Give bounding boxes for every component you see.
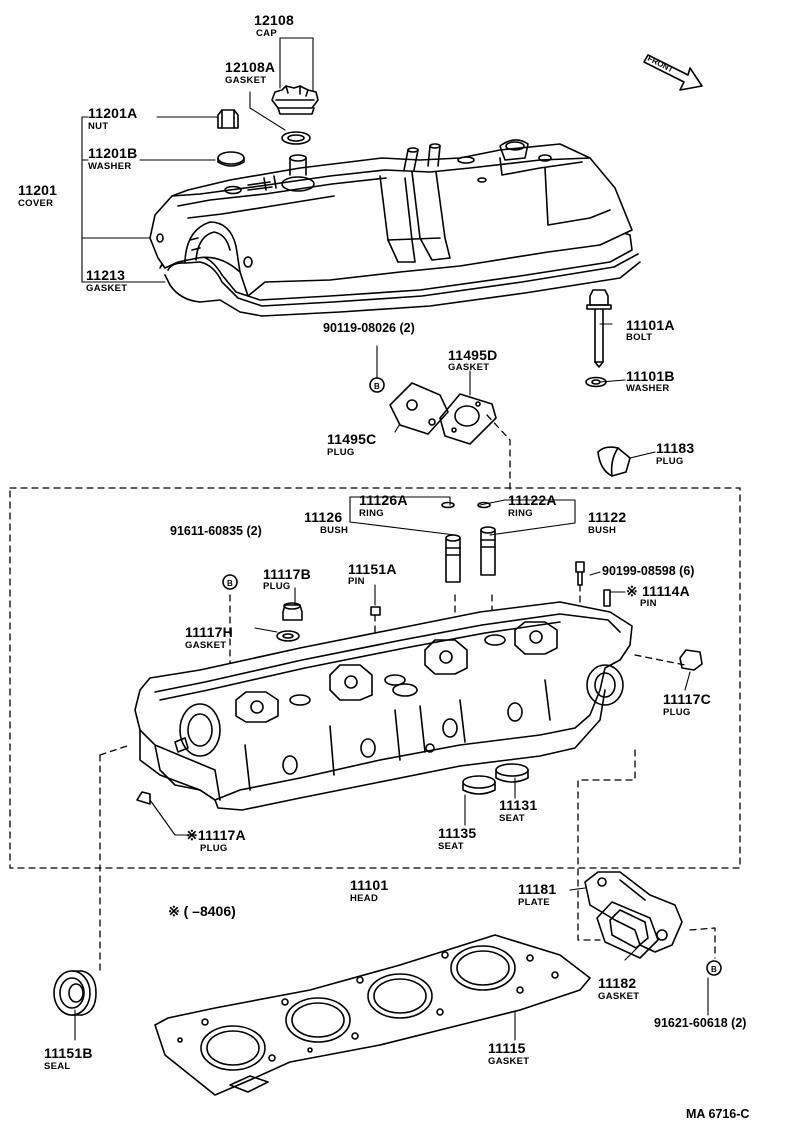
label-plug-gasket-name: GASKET [448,362,490,373]
label-bush-b-name: BUSH [588,525,617,536]
note-serial: ※ ( –8406) [168,903,236,919]
label-seal-name: SEAL [44,1061,71,1072]
label-cap-name: CAP [256,28,277,39]
b-symbol: B [227,579,233,588]
label-bolt-90199-number: 90199-08598 (6) [602,564,695,578]
label-ring-a-name: RING [359,508,384,519]
label-bolt-bush-number: 91611-60835 (2) [170,524,262,538]
label-seat-11131-name: SEAT [499,813,525,824]
cylinder-head-cover [149,139,641,317]
label-plug-11183-number: 11183 [656,440,695,456]
label-plug-11183-name: PLUG [656,456,684,467]
nut [217,109,239,129]
label-bolt-washer-number: 11101B [626,368,675,384]
label-plug-11117c-name: PLUG [663,707,691,718]
cup-plug [597,446,631,477]
label-bush-a-number: 11126 [304,509,343,525]
label-plate-name: PLATE [518,897,550,908]
label-gasket-11117h-number: 11117H [185,624,233,640]
label-pin-11114a-number: ※ 11114A [626,583,690,599]
label-cover-gasket-number: 11213 [86,267,126,283]
bolt-washer [585,376,607,388]
label-plug-11117c-number: 11117C [663,691,711,707]
label-nut-number: 11201A [88,105,138,121]
label-cap-number: 12108 [254,12,294,28]
label-bolt-number: 11101A [626,317,675,333]
label-pin-name: PIN [348,576,365,587]
label-head-gasket-name: GASKET [488,1056,530,1067]
label-seal-number: 11151B [44,1045,93,1061]
label-seat-11135-number: 11135 [438,825,477,841]
label-cover-gasket-name: GASKET [86,283,128,294]
label-bush-b-number: 11122 [588,509,627,525]
label-ring-a-number: 11126A [359,492,408,508]
label-bolt-washer-name: WASHER [626,383,670,394]
plate-gasket [596,901,659,959]
oil-seal [53,970,97,1016]
oil-filler-cap [271,85,319,115]
label-pin-number: 11151A [348,561,397,577]
label-head-name: HEAD [350,893,379,904]
label-washer-name: WASHER [88,161,132,172]
label-plug-name: PLUG [327,447,355,458]
label-nut-name: NUT [88,121,109,132]
label-washer-number: 11201B [88,145,138,161]
plug-plate [389,382,449,435]
label-bush-a-name: BUSH [320,525,349,536]
label-plug-11117a-number: ※11117A [186,827,246,843]
water-outlet-plate [584,871,683,953]
label-pin-11114a-name: PIN [640,598,657,609]
plug-gasket [439,393,497,445]
diagram-code: MA 6716-C [686,1107,750,1121]
label-cap-gasket-number: 12108A [225,59,276,75]
label-plug-11117b-number: 11117B [263,566,311,582]
label-plug-number: 11495C [327,431,377,447]
label-gasket-11182-name: GASKET [598,991,640,1002]
label-plug-11117a-name: PLUG [200,843,228,854]
label-plug-gasket-number: 11495D [448,347,498,363]
label-ring-b-name: RING [508,508,533,519]
b-symbol: B [374,382,380,391]
cylinder-head [134,601,633,811]
cover-bolt [586,289,612,368]
label-seat-11135-name: SEAT [438,841,464,852]
label-bolt-plug-number: 90119-08026 (2) [323,321,415,335]
label-cover-name: COVER [18,198,54,209]
label-gasket-11117h-name: GASKET [185,640,227,651]
bush-a [445,534,461,583]
label-cover-number: 11201 [18,182,58,198]
label-plug-11117b-name: PLUG [263,581,291,592]
washer [217,151,245,165]
label-plate-number: 11181 [518,881,557,897]
bush-b [480,526,496,576]
label-ring-b-number: 11122A [508,492,557,508]
label-cap-gasket-name: GASKET [225,75,267,86]
label-seat-11131-number: 11131 [499,797,538,813]
front-arrow-icon [643,54,703,91]
label-gasket-11182-number: 11182 [598,975,637,991]
label-head-gasket-number: 11115 [488,1040,526,1056]
label-head-number: 11101 [350,877,389,893]
label-bolt-name: BOLT [626,332,653,343]
cylinder-head-gasket [154,934,591,1096]
label-bolt-91621-number: 91621-60618 (2) [654,1016,747,1030]
b-symbol: B [711,965,717,974]
